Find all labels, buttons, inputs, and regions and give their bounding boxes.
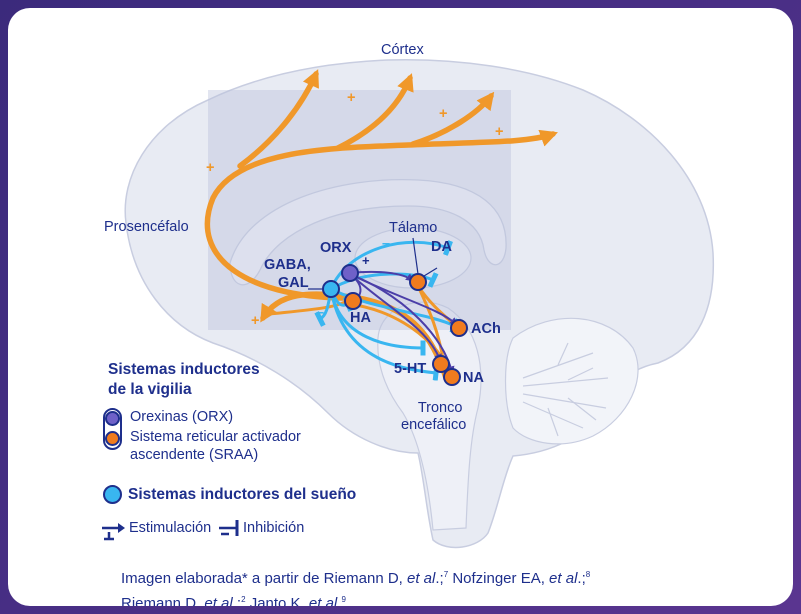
citation-text: Janto K, [246,595,309,606]
citation-etal: et al [309,595,337,606]
legend-sleep: Sistemas inductores del sueño [103,486,356,504]
citation-ref: 9 [341,595,345,604]
citation-sep: .; [435,570,443,587]
legend-sraa-line1: Sistema reticular activador [130,428,301,446]
minus-sign: – [382,236,390,253]
brainstem-label-line2: encefálico [401,417,466,434]
citation-etal: et al [204,595,232,606]
brainstem-label: Tronco encefálico [414,400,466,434]
plus-sign: + [362,252,370,269]
citation-sep: .; [233,595,241,606]
gaba-label: GABA, [264,257,311,274]
legend-title-line1: Sistemas inductores [108,360,260,380]
legend-sleep-label: Sistemas inductores del sueño [128,486,356,504]
citation-text: Riemann D, [121,595,204,606]
serotonin-label: 5-HT [394,361,426,378]
gaba-gal-node [323,281,339,297]
plus-sign: + [439,106,447,123]
ha-node [345,293,361,309]
citation-etal: et al [549,570,577,587]
stimulation-icon [102,523,125,540]
legend-inhibition-label: Inhibición [243,520,304,537]
legend-sraa: Sistema reticular activador ascendente (… [130,428,301,464]
forebrain-label: Prosencéfalo [104,219,189,236]
brain-diagram [8,8,793,606]
sleep-dot [103,485,122,504]
na-label: NA [463,370,484,387]
legend-title: Sistemas inductores de la vigilia [108,360,260,400]
plus-sign: + [251,313,259,330]
inhibition-icon [219,520,237,536]
ha-label: HA [350,310,371,327]
citation-sep: .; [577,570,585,587]
plus-sign: + [495,124,503,141]
legend-orexins: Orexinas (ORX) [130,408,233,426]
diagram-card: + + + + + + – – Córtex Prosencéfalo Tála… [8,8,793,606]
sraa-dot [105,431,120,446]
orx-label: ORX [320,240,351,257]
ach-node [451,320,467,336]
thalamus-label: Tálamo [389,220,437,237]
da-node [410,274,426,290]
minus-sign: – [316,305,324,322]
cortex-label: Córtex [381,42,424,59]
citation-etal: et al [407,570,435,587]
na-node [444,369,460,385]
brainstem-label-line1: Tronco [414,400,466,417]
orx-node [342,265,358,281]
orexins-dot [105,411,120,426]
gal-label: GAL [278,275,309,292]
ach-label: ACh [471,321,501,338]
da-label: DA [431,239,452,256]
legend-sraa-line2: ascendente (SRAA) [130,446,258,464]
legend-orexins-label: Orexinas (ORX) [130,408,233,426]
citation-text: Imagen elaborada* a partir de Riemann D, [121,570,407,587]
serotonin-node [433,356,449,372]
plus-sign: + [206,160,214,177]
source-citation: Imagen elaborada* a partir de Riemann D,… [121,564,590,606]
citation-text: Nofzinger EA, [448,570,549,587]
legend-title-line2: de la vigilia [108,380,260,400]
plus-sign: + [347,90,355,107]
citation-ref: 8 [586,570,590,579]
legend-stimulation-label: Estimulación [129,520,211,537]
